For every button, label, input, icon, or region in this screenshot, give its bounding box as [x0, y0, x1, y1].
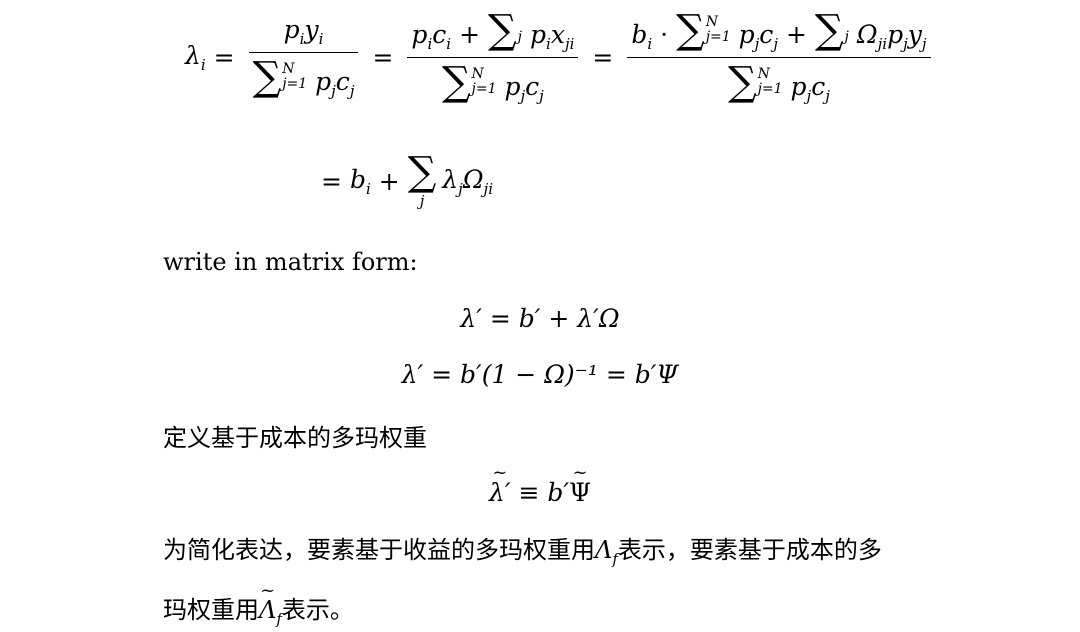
matrix-form-intro: write in matrix form:: [163, 248, 418, 276]
equation-cost-based-weight: λ′ ≡ b′Ψ: [0, 478, 1080, 507]
equals-sign: =: [213, 43, 235, 72]
cost-based-weight-definition: 定义基于成本的多玛权重: [163, 424, 427, 452]
simplify-paragraph-line2: 玛权重用Λf表示。: [163, 590, 354, 628]
equation-lambda-i-simplified: = bi + ∑ j λjΩji: [321, 149, 493, 210]
equals-sign: =: [321, 166, 342, 196]
lambda-i: λi: [185, 41, 206, 74]
equals-sign: =: [592, 43, 614, 72]
equation-matrix-form: λ′ = b′ + λ′Ω: [460, 304, 620, 333]
equation-matrix-inverse: λ′ = b′(1 − Ω)⁻¹ = b′Ψ: [401, 360, 679, 389]
equals-sign: =: [372, 43, 394, 72]
simplify-paragraph-line1: 为简化表达，要素基于收益的多玛权重用Λf表示，要素基于成本的多: [163, 536, 882, 568]
